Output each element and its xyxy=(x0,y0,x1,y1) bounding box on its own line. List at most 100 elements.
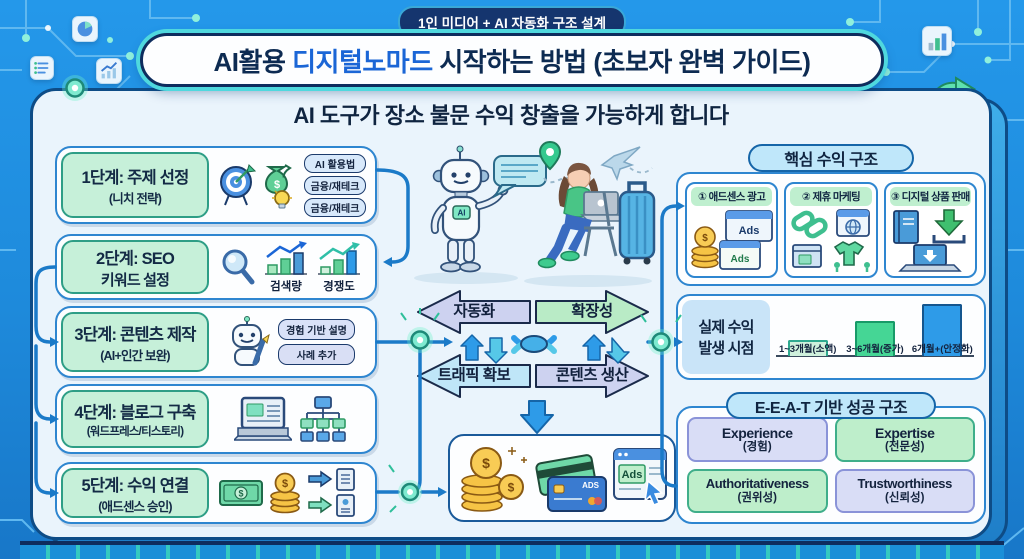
svg-text:$: $ xyxy=(274,179,280,191)
flow-label-content: 콘텐츠 생산 xyxy=(555,367,629,384)
svg-text:Ads: Ads xyxy=(738,225,759,237)
list-icon xyxy=(30,56,54,80)
tag: AI 활용법 xyxy=(303,153,367,173)
search-volume-chart: 검색량 xyxy=(262,240,310,294)
speech-bubble-icon xyxy=(492,155,547,199)
step-4-label: 4단계: 블로그 구축 (워드프레스/티스토리) xyxy=(61,390,209,448)
revenue-cards: ① 애드센스 광고 $ Ads Ads ② 제휴 마케팅 xyxy=(676,172,986,286)
revenue-bar-label-0: 1~3개월(소액) xyxy=(778,344,837,355)
title-highlight: 디지털노마드 xyxy=(292,46,433,77)
monetization-box: $ $ ADS Ads xyxy=(448,434,676,522)
bottom-band xyxy=(20,541,1004,559)
flow-label-scalability: 확장성 xyxy=(571,303,613,320)
automation-arrow xyxy=(417,290,531,334)
flow-label-traffic: 트래픽 확보 xyxy=(437,367,511,384)
title-suffix: 시작하는 방법 (초보자 완벽 가이드) xyxy=(432,46,811,77)
revenue-bar-2: 6개월+(안정화) xyxy=(912,304,973,356)
step-1: 1단계: 주제 선정 (니치 전략) $ AI 활 xyxy=(55,146,377,224)
traffic-arrow xyxy=(417,354,531,398)
svg-text:AI: AI xyxy=(458,209,466,218)
step-5: 5단계: 수익 연결 (애드센스 승인) $ $ xyxy=(55,462,377,524)
tag: 금융/재테크 xyxy=(303,175,367,195)
affiliate-icons xyxy=(791,209,870,272)
eeat-experience: Experience (경험) xyxy=(687,417,828,462)
flow-arrows xyxy=(417,290,649,398)
revenue-bar-0: 1~3개월(소액) xyxy=(779,304,836,356)
svg-text:$: $ xyxy=(702,233,708,244)
bubble: 경험 기반 설명 xyxy=(278,319,355,340)
bar-chart-icon xyxy=(922,26,952,56)
center-knot-icon xyxy=(511,335,557,354)
step-1-label: 1단계: 주제 선정 (니치 전략) xyxy=(61,152,209,218)
revenue-card-adsense: ① 애드센스 광고 $ Ads Ads xyxy=(685,182,779,278)
bubble: 사례 추가 xyxy=(278,344,355,365)
eeat-header: E-E-A-T 기반 성공 구조 xyxy=(726,392,936,419)
up-arrow-icon xyxy=(460,334,484,361)
nomad-illustration: AI xyxy=(414,140,656,287)
sitemap-icon xyxy=(299,396,346,442)
up-arrow-icon xyxy=(582,334,606,361)
step-1-icons: $ AI 활용법 금융/재테크 금융/재테크 xyxy=(209,153,369,217)
svg-text:Ads: Ads xyxy=(622,469,643,481)
step-4: 4단계: 블로그 구축 (워드프레스/티스토리) xyxy=(55,384,377,454)
step-2: 2단계: SEO 키워드 설정 검색량 xyxy=(55,234,377,300)
svg-text:$: $ xyxy=(482,455,490,471)
revenue-bar-label-1: 3~6개월(증가) xyxy=(846,344,904,355)
content-arrow xyxy=(535,354,649,398)
main-title: AI활용 디지털노마드 시작하는 방법 (초보자 완벽 가이드) xyxy=(140,33,884,87)
flow-label-automation: 자동화 xyxy=(453,303,495,320)
coins-icon: $ xyxy=(270,472,300,514)
revenue-card-digital-products: ③ 디지털 상품 판매 xyxy=(883,182,977,278)
credit-cards-icon: ADS xyxy=(535,454,607,512)
revenue-bar-1: 3~6개월(증가) xyxy=(846,304,904,356)
svg-text:$: $ xyxy=(238,489,243,499)
step-3-bubbles: 경험 기반 설명 사례 추가 xyxy=(278,319,355,365)
adsense-icons: $ Ads Ads xyxy=(690,210,773,270)
step-1-tags: AI 활용법 금융/재테크 금융/재테크 xyxy=(303,153,367,217)
step-3-label: 3단계: 콘텐츠 제작 (AI+인간 보완) xyxy=(61,312,209,372)
ads-browser-icon: Ads xyxy=(613,448,667,506)
revenue-card-affiliate: ② 제휴 마케팅 xyxy=(784,182,878,278)
airplane-icon xyxy=(600,146,653,182)
title-prefix: AI활용 xyxy=(213,46,293,77)
step-2-label: 2단계: SEO 키워드 설정 xyxy=(61,240,209,294)
svg-text:$: $ xyxy=(282,478,288,490)
eeat-expertise: Expertise (전문성) xyxy=(834,417,975,462)
suitcase-icon xyxy=(618,181,656,265)
competition-chart: 경쟁도 xyxy=(315,241,363,294)
robot-figure: AI xyxy=(430,145,509,273)
svg-text:$: $ xyxy=(508,481,515,495)
svg-text:Ads: Ads xyxy=(730,254,749,265)
down-arrow-icon xyxy=(484,337,508,364)
revenue-timing-label: 실제 수익 발생 시점 xyxy=(682,300,770,374)
robot-writer-icon xyxy=(232,316,270,366)
step-5-icons: $ $ xyxy=(209,468,369,518)
step-3: 3단계: 콘텐츠 제작 (AI+인간 보완) 경험 기반 설명 사례 추가 xyxy=(55,306,377,378)
coin-stack-icon: $ $ xyxy=(461,447,527,512)
step-5-label: 5단계: 수익 연결 (애드센스 승인) xyxy=(61,468,209,518)
scalability-arrow xyxy=(535,290,649,334)
svg-text:ADS: ADS xyxy=(582,481,600,490)
subtitle: AI 도구가 장소 불문 수익 창출을 가능하게 합니다 xyxy=(293,103,729,128)
flow-down-arrow xyxy=(520,400,554,434)
eeat-trustworthiness: Trustworthiness (신뢰성) xyxy=(834,468,975,513)
pie-chart-icon xyxy=(72,16,98,42)
eeat-authoritativeness: Authoritativeness (권위성) xyxy=(687,468,828,513)
monetization-icons: $ $ ADS Ads xyxy=(461,447,667,512)
down-arrow-icon xyxy=(606,337,630,364)
approval-docs-icon xyxy=(308,468,355,517)
laptop-blog-icon xyxy=(233,396,292,441)
step-2-icons: 검색량 경쟁도 xyxy=(209,240,369,294)
target-icon xyxy=(219,164,256,206)
money-idea-icon: $ xyxy=(264,164,292,209)
revenue-bar-label-2: 6개월+(안정화) xyxy=(911,344,973,355)
step-3-icons: 경험 기반 설명 사례 추가 xyxy=(209,315,369,369)
revenue-timing-box: 실제 수익 발생 시점 1~3개월(소액) 3~6개월(증가) 6개월+(안정화) xyxy=(676,294,986,380)
woman-figure xyxy=(537,162,628,269)
magnifier-icon xyxy=(222,249,255,285)
revenue-chart: 1~3개월(소액) 3~6개월(증가) 6개월+(안정화) xyxy=(770,300,980,374)
tag: 금융/재테크 xyxy=(303,197,367,217)
step-4-icons xyxy=(209,395,369,443)
line-chart-icon xyxy=(96,58,122,84)
